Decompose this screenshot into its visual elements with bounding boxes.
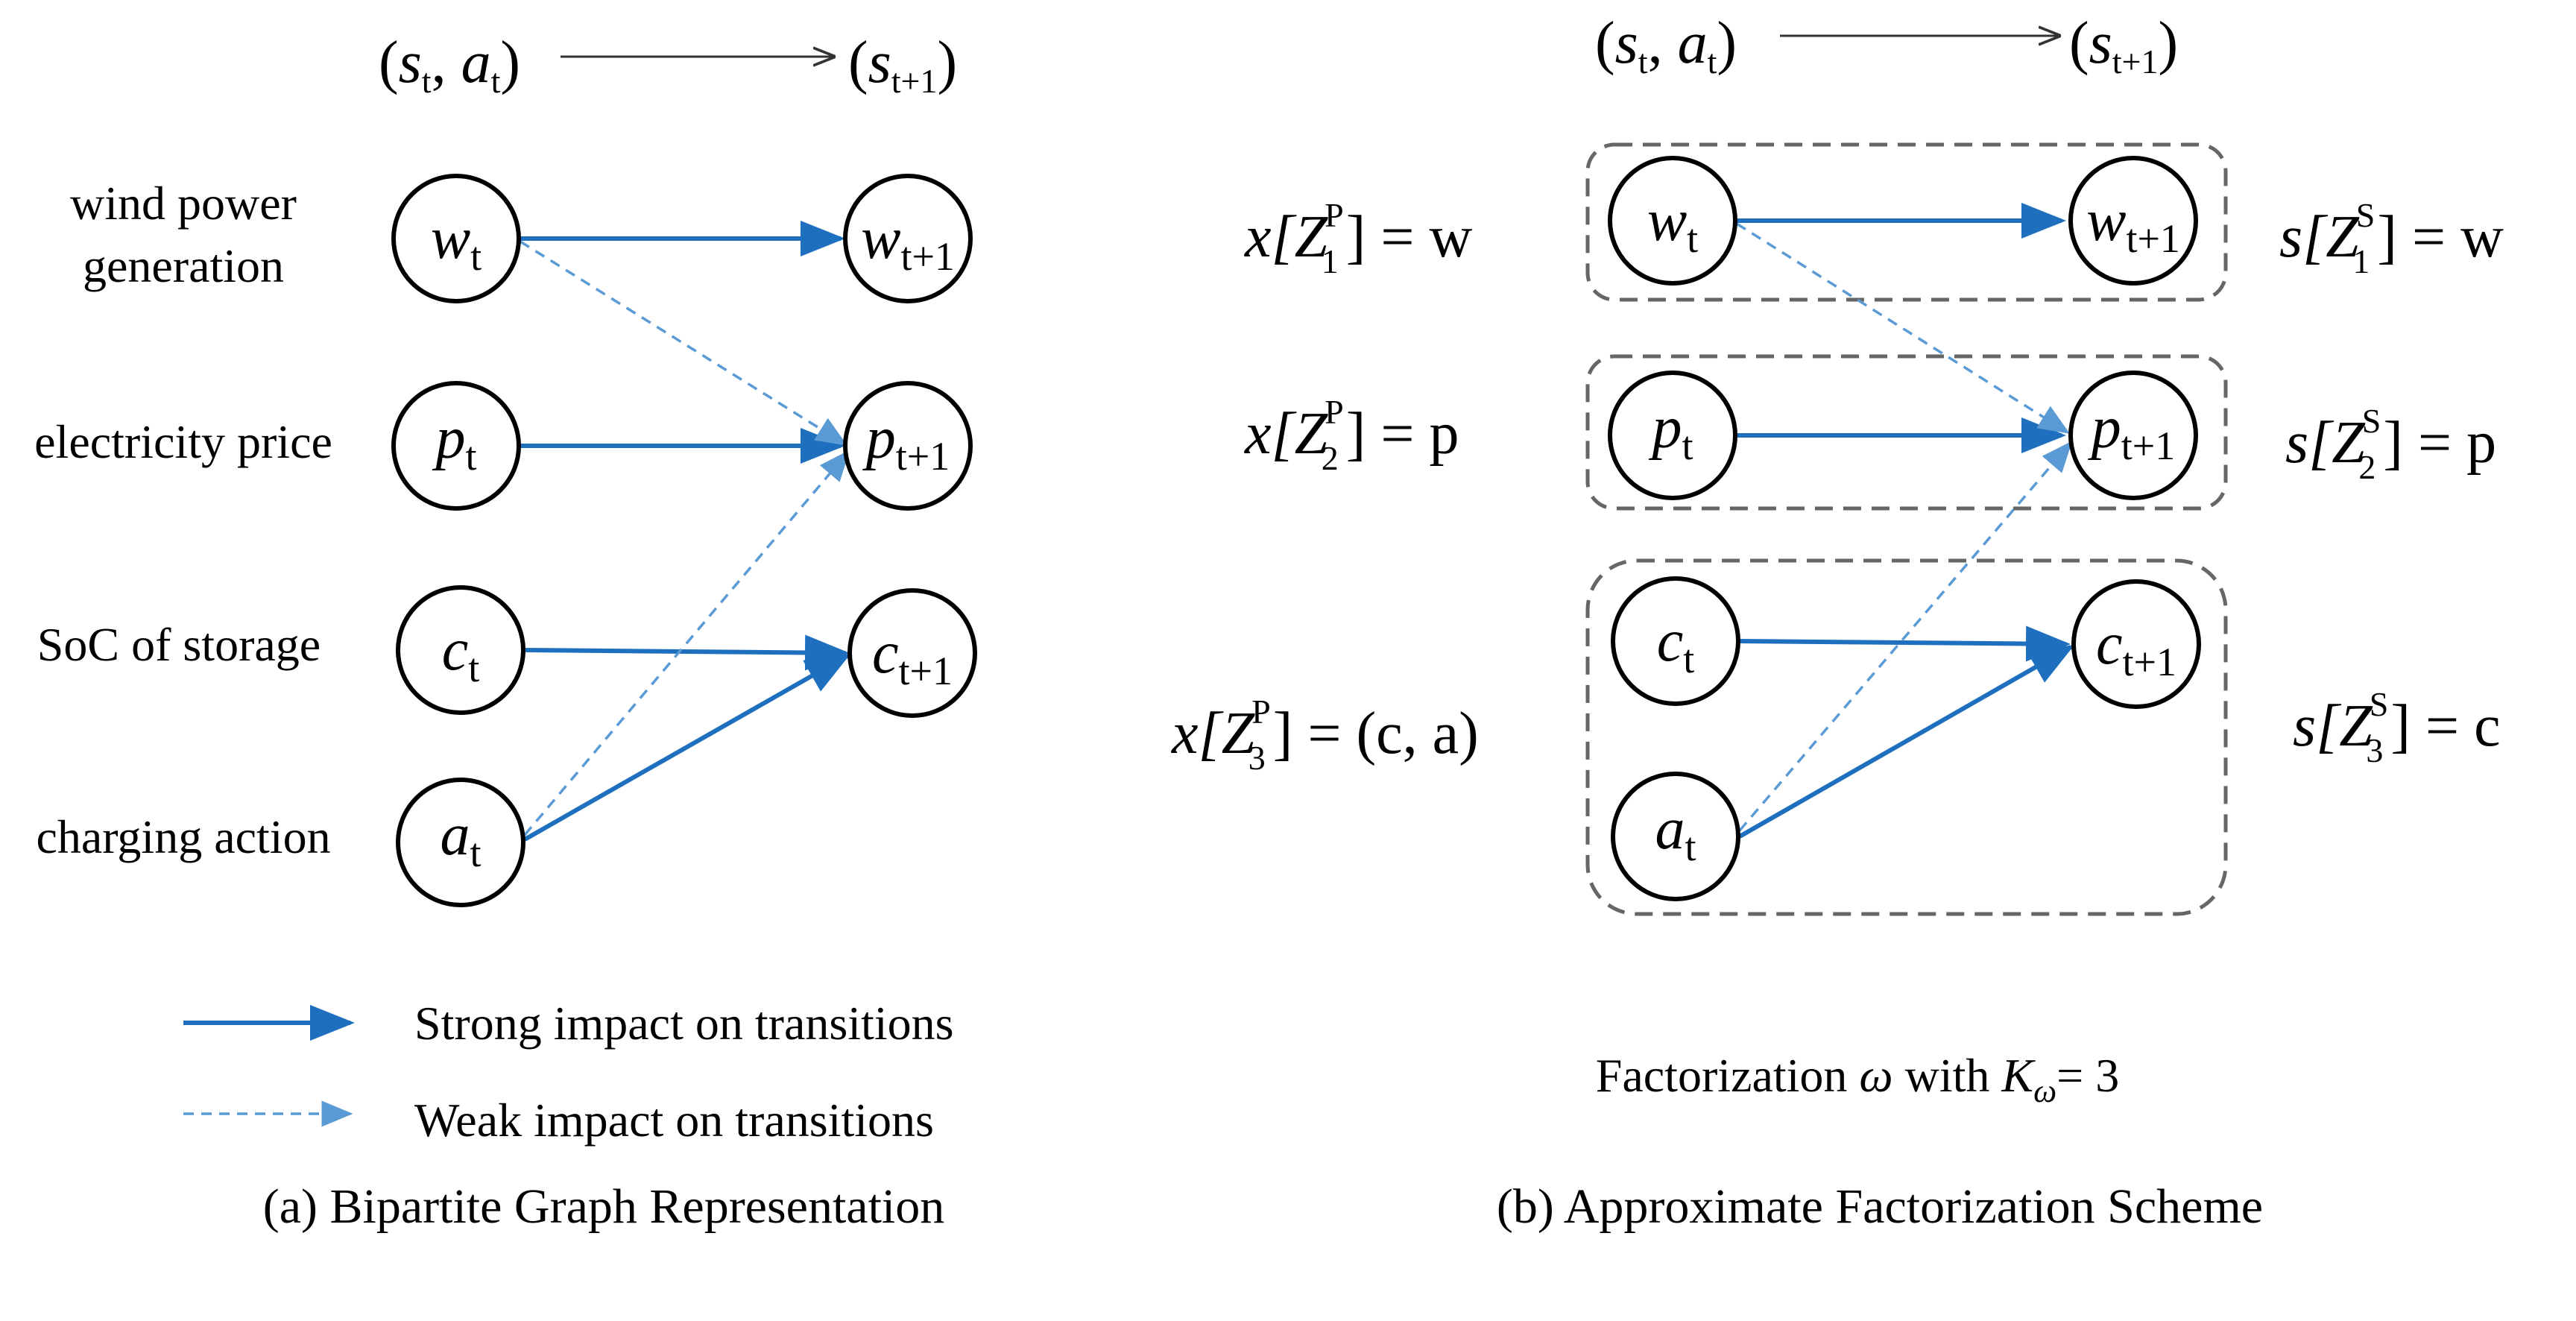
panel-a-header: (st, at) (st+1): [379, 30, 957, 100]
svg-text:(st, at): (st, at): [1595, 10, 1737, 81]
node-c-t1: ct+1: [847, 588, 977, 718]
label-action: charging action: [36, 810, 330, 863]
edge-b-a-to-p-weak: [1738, 441, 2073, 832]
edge-a-to-p-weak: [523, 450, 850, 836]
svg-text:s[ZS3] = c: s[ZS3] = c: [2293, 685, 2501, 769]
node-b-c-t1: ct+1: [2071, 579, 2201, 709]
edge-w-to-p-weak: [520, 240, 847, 446]
legend-weak-label: Weak impact on transitions: [414, 1094, 934, 1147]
svg-text:x[ZP1] = w: x[ZP1] = w: [1244, 196, 1472, 280]
node-b-w-t1: wt+1: [2068, 156, 2198, 286]
node-b-w-t: wt: [1608, 156, 1737, 286]
caption-a: (a) Bipartite Graph Representation: [263, 1179, 945, 1234]
edge-c-strong: [524, 634, 850, 671]
svg-text:wt+1: wt+1: [2086, 188, 2180, 261]
group-box-1: [1585, 142, 2228, 302]
panel-b-header: (st, at) (st+1): [1595, 10, 2178, 81]
node-p-t: pt: [391, 381, 521, 511]
svg-text:wt: wt: [1647, 188, 1698, 261]
svg-text:pt+1: pt+1: [862, 406, 950, 479]
svg-text:pt: pt: [1648, 395, 1693, 468]
svg-text:x[ZP3] = (c, a): x[ZP3] = (c, a): [1171, 693, 1479, 777]
node-b-p-t: pt: [1608, 371, 1737, 500]
group-box-2: [1585, 354, 2228, 511]
svg-text:x[ZP2] = p: x[ZP2] = p: [1244, 393, 1459, 477]
svg-text:ct+1: ct+1: [872, 620, 953, 693]
svg-text:s[ZS1] = w: s[ZS1] = w: [2279, 196, 2504, 280]
node-p-t1: pt+1: [843, 381, 973, 511]
svg-text:(st+1): (st+1): [2069, 10, 2178, 81]
legend-strong-label: Strong impact on transitions: [414, 997, 954, 1050]
panel-a: (st, at) (st+1) wind power generation el…: [34, 30, 977, 1234]
svg-text:ct+1: ct+1: [2096, 611, 2176, 684]
edge-b-a-to-c-strong: [1738, 645, 2075, 839]
edge-b-c-strong: [1739, 625, 2071, 662]
svg-text:at: at: [440, 802, 481, 875]
svg-text:pt+1: pt+1: [2088, 395, 2175, 468]
edge-a-to-c-strong: [523, 654, 851, 842]
svg-text:(st+1): (st+1): [848, 30, 957, 100]
node-b-a-t: at: [1611, 772, 1740, 901]
svg-text:pt: pt: [432, 406, 476, 479]
caption-b: (b) Approximate Factorization Scheme: [1497, 1179, 2263, 1234]
legend: Strong impact on transitions Weak impact…: [183, 997, 954, 1147]
node-b-p-t1: pt+1: [2068, 371, 2198, 500]
label-soc: SoC of storage: [37, 618, 321, 671]
factorization-text: Factorization ω with Kω= 3: [1596, 1049, 2119, 1109]
label-price: electricity price: [34, 415, 332, 468]
svg-text:s[ZS2] = p: s[ZS2] = p: [2285, 402, 2496, 486]
svg-text:wt: wt: [431, 206, 482, 279]
node-a-t: at: [396, 778, 525, 907]
node-c-t: ct: [396, 585, 525, 715]
label-wind-line2: generation: [83, 239, 284, 292]
svg-text:wt+1: wt+1: [861, 206, 955, 279]
node-w-t1: wt+1: [843, 174, 973, 303]
svg-text:ct: ct: [442, 617, 480, 690]
svg-text:at: at: [1655, 796, 1696, 869]
label-wind-line1: wind power: [70, 177, 297, 230]
svg-text:ct: ct: [1657, 608, 1695, 681]
group-box-3: [1585, 558, 2228, 916]
node-w-t: wt: [391, 174, 521, 303]
svg-text:(st, at): (st, at): [379, 30, 520, 100]
node-b-c-t: ct: [1611, 576, 1740, 706]
edge-b-w-to-p-weak: [1736, 222, 2070, 434]
